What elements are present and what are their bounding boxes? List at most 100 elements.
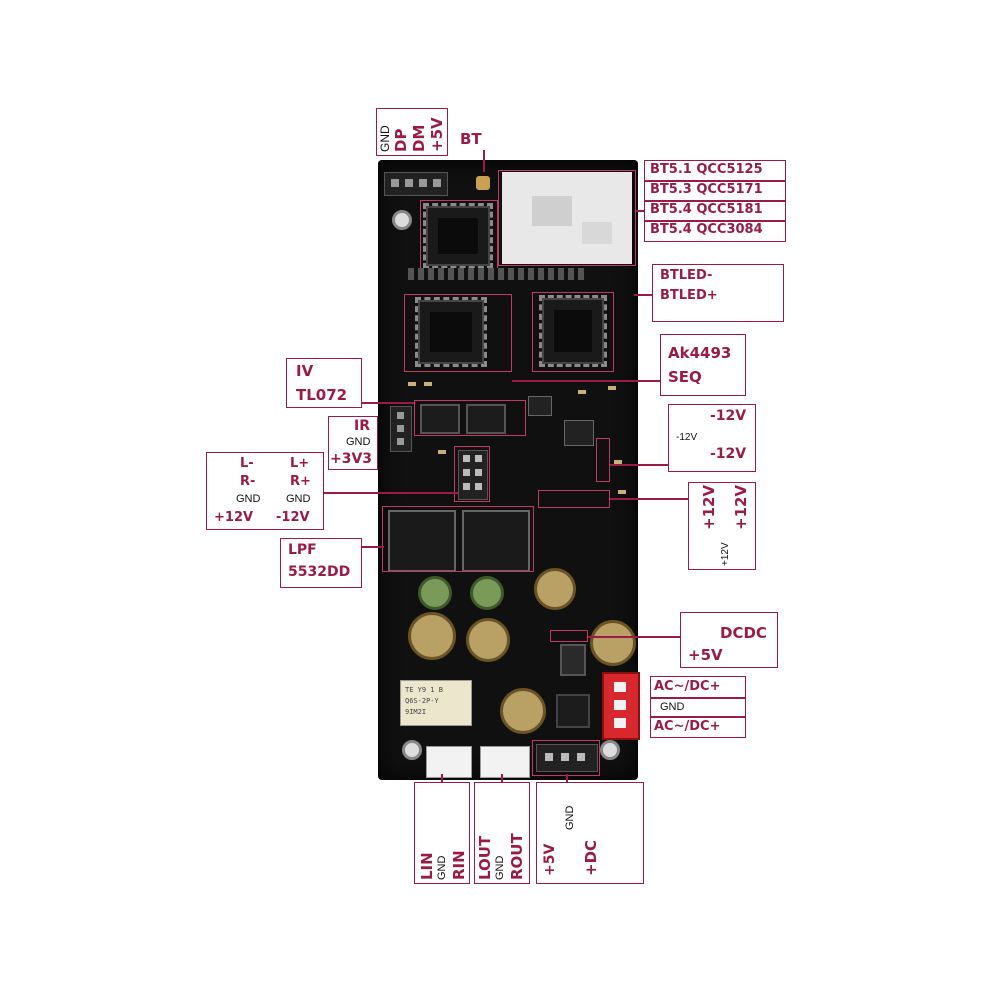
power-header-outline <box>532 740 600 776</box>
relay: TE Y9 1 B Q6S-2P-Y 9IM2I <box>400 680 472 726</box>
lpf-outline <box>382 506 534 572</box>
btled-plus-label: BTLED+ <box>660 288 718 303</box>
r-minus-label: R- <box>240 474 256 489</box>
dcdc-outline <box>550 630 588 642</box>
btled-box <box>652 264 784 322</box>
dcdc-inductor <box>560 644 586 676</box>
iv-label: IV <box>296 362 314 380</box>
circuit-board: TE Y9 1 B Q6S-2P-Y 9IM2I <box>378 160 640 780</box>
bt-label: BT <box>460 130 482 148</box>
bt-module-1: BT5.1 QCC5125 <box>650 162 763 177</box>
pos12-outline <box>538 490 610 508</box>
capacitor <box>408 612 456 660</box>
ir-label: IR <box>354 418 370 434</box>
ac-dc-box <box>650 676 746 738</box>
pos12-small-label: +12V <box>720 542 731 566</box>
dac-chip <box>415 297 487 367</box>
bt-mcu-chip <box>423 203 493 269</box>
hdr-gnd-left-label: GND <box>236 493 261 505</box>
regulator <box>564 420 594 446</box>
dcdc-box <box>680 612 778 668</box>
bt-module-3: BT5.4 QCC5181 <box>650 202 763 217</box>
usb-dp-label: DP <box>392 128 410 152</box>
bt-mcu-outline <box>420 200 498 272</box>
neg12-outline <box>596 438 610 482</box>
output-label-box <box>474 782 530 884</box>
relay-text: TE Y9 1 B <box>405 686 443 694</box>
capacitor <box>418 576 452 610</box>
capacitor <box>470 576 504 610</box>
mounting-hole <box>402 740 422 760</box>
hdr-p12-label: +12V <box>214 510 254 525</box>
usb-header <box>384 172 448 196</box>
neg12-label-b: -12V <box>710 446 747 462</box>
lpf-socket-left <box>388 510 456 572</box>
ac-dc-connector <box>602 672 640 740</box>
hdr-n12-label: -12V <box>276 510 310 525</box>
bt-module-outline <box>498 170 636 266</box>
rin-label: RIN <box>450 850 468 880</box>
iv-label-box <box>286 358 362 408</box>
neg12-box <box>668 404 756 472</box>
mosfet <box>556 694 590 728</box>
power-label-box <box>536 782 644 884</box>
neg12-label-a: -12V <box>710 408 747 424</box>
pwr-gnd-label: GND <box>564 805 576 830</box>
mounting-hole <box>392 210 412 230</box>
l-minus-label: L- <box>240 456 254 471</box>
l-plus-label: L+ <box>290 456 310 471</box>
seq-label: SEQ <box>668 368 702 386</box>
relay-text: Q6S-2P-Y <box>405 697 439 705</box>
rout-label: ROUT <box>508 833 526 880</box>
lr-header <box>458 450 488 500</box>
relay-text: 9IM2I <box>405 708 427 716</box>
input-label-box <box>414 782 470 884</box>
ac-dc-top-label: AC~/DC+ <box>654 679 721 694</box>
ir-3v3-label: +3V3 <box>330 451 373 467</box>
input-connector <box>426 746 472 778</box>
pwr-5v-label: +5V <box>542 843 558 876</box>
bt-module <box>502 172 632 264</box>
iv-opamp <box>420 404 460 434</box>
dac-label-box <box>660 334 746 396</box>
pos12-label-a: +12V <box>700 484 718 530</box>
hdr-gnd-right-label: GND <box>286 493 311 505</box>
bt-module-4: BT5.4 QCC3084 <box>650 222 763 237</box>
iv-outline <box>414 400 526 436</box>
usb-gnd-label: GND <box>378 125 392 152</box>
ir-gnd-label: GND <box>346 436 371 448</box>
ir-header <box>390 406 412 452</box>
mounting-hole <box>600 740 620 760</box>
lout-label: LOUT <box>476 835 494 880</box>
lpf-opamp-label: 5532DD <box>288 564 351 580</box>
pos12-box <box>688 482 756 570</box>
seq-outline <box>532 292 614 372</box>
lin-label: LIN <box>418 852 436 880</box>
tl072-label: TL072 <box>296 386 348 404</box>
bt-antenna-connector <box>476 176 490 190</box>
regulator <box>528 396 552 416</box>
bt-module-2: BT5.3 QCC5171 <box>650 182 763 197</box>
btled-minus-label: BTLED- <box>660 268 713 283</box>
capacitor <box>590 620 636 666</box>
lout-gnd-label: GND <box>494 855 506 880</box>
dac-outline <box>404 294 512 372</box>
power-header <box>536 744 598 772</box>
seq-chip <box>539 295 607 367</box>
dcdc-label: DCDC <box>720 624 767 642</box>
capacitor <box>466 618 510 662</box>
resistor-row <box>408 268 588 280</box>
ac-gnd-label: GND <box>660 701 685 713</box>
capacitor <box>500 688 546 734</box>
pos12-label-b: +12V <box>732 484 750 530</box>
dcdc-5v-label: +5V <box>688 646 723 664</box>
lpf-label: LPF <box>288 542 317 558</box>
pwr-dc-label: +DC <box>582 839 600 876</box>
iv-opamp <box>466 404 506 434</box>
usb-5v-label: +5V <box>428 117 446 152</box>
usb-label-box <box>376 108 448 156</box>
lin-gnd-label: GND <box>436 855 448 880</box>
ir-label-box <box>328 416 378 470</box>
output-connector <box>480 746 530 778</box>
capacitor <box>534 568 576 610</box>
